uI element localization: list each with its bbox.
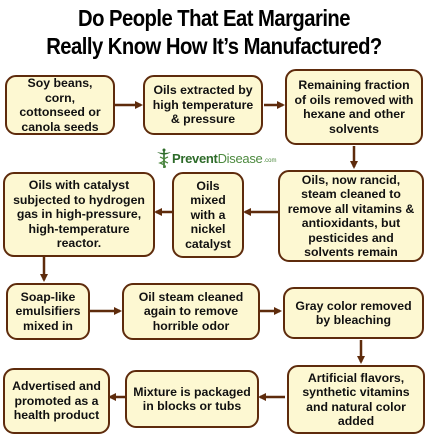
logo-wordmark: PreventDisease [172,150,263,166]
step-8-text: Oil steam cleaned again to remove horrib… [138,289,244,333]
title-line-1: Do People That Eat Margarine [77,5,351,31]
logo-domain: .com [263,157,277,164]
step-11-box: Mixture is packaged in blocks or tubs [125,370,259,428]
step-2-text: Oils extracted by high temperature & pre… [152,83,254,127]
step-5-text: Oils mixed with a nickel catalyst [185,178,231,251]
step-9-box: Gray color removed by bleaching [283,287,424,339]
step-12-box: Advertised and promoted as a health prod… [3,368,110,434]
step-7-box: Soap-like emulsifiers mixed in [6,283,90,340]
step-10-box: Artificial flavors, synthetic vitamins a… [287,365,425,434]
step-4-text: Oils, now rancid, steam cleaned to remov… [287,172,415,260]
step-9-text: Gray color removed by bleaching [295,298,412,328]
logo-name-light: Disease [217,150,263,166]
step-1-text: Soy beans, corn, cottonseed or canola se… [19,76,101,134]
title-line-2: Really Know How It’s Manufactured? [46,33,382,59]
caduceus-icon [157,148,171,168]
step-12-text: Advertised and promoted as a health prod… [12,379,101,423]
step-6-text: Oils with catalyst subjected to hydrogen… [13,178,145,251]
step-6-box: Oils with catalyst subjected to hydrogen… [3,172,155,257]
step-3-box: Remaining fraction of oils removed with … [285,69,423,145]
step-10-text: Artificial flavors, synthetic vitamins a… [302,370,410,429]
step-5-box: Oils mixed with a nickel catalyst [172,172,244,258]
step-3-text: Remaining fraction of oils removed with … [294,78,414,136]
step-2-box: Oils extracted by high temperature & pre… [143,75,263,135]
step-1-box: Soy beans, corn, cottonseed or canola se… [5,75,115,135]
step-7-text: Soap-like emulsifiers mixed in [15,289,81,333]
logo-name-bold: Prevent [172,150,218,166]
step-4-box: Oils, now rancid, steam cleaned to remov… [278,170,424,262]
prevent-disease-logo: PreventDisease .com [156,147,276,169]
step-11-text: Mixture is packaged in blocks or tubs [133,384,251,414]
step-8-box: Oil steam cleaned again to remove horrib… [122,283,260,340]
